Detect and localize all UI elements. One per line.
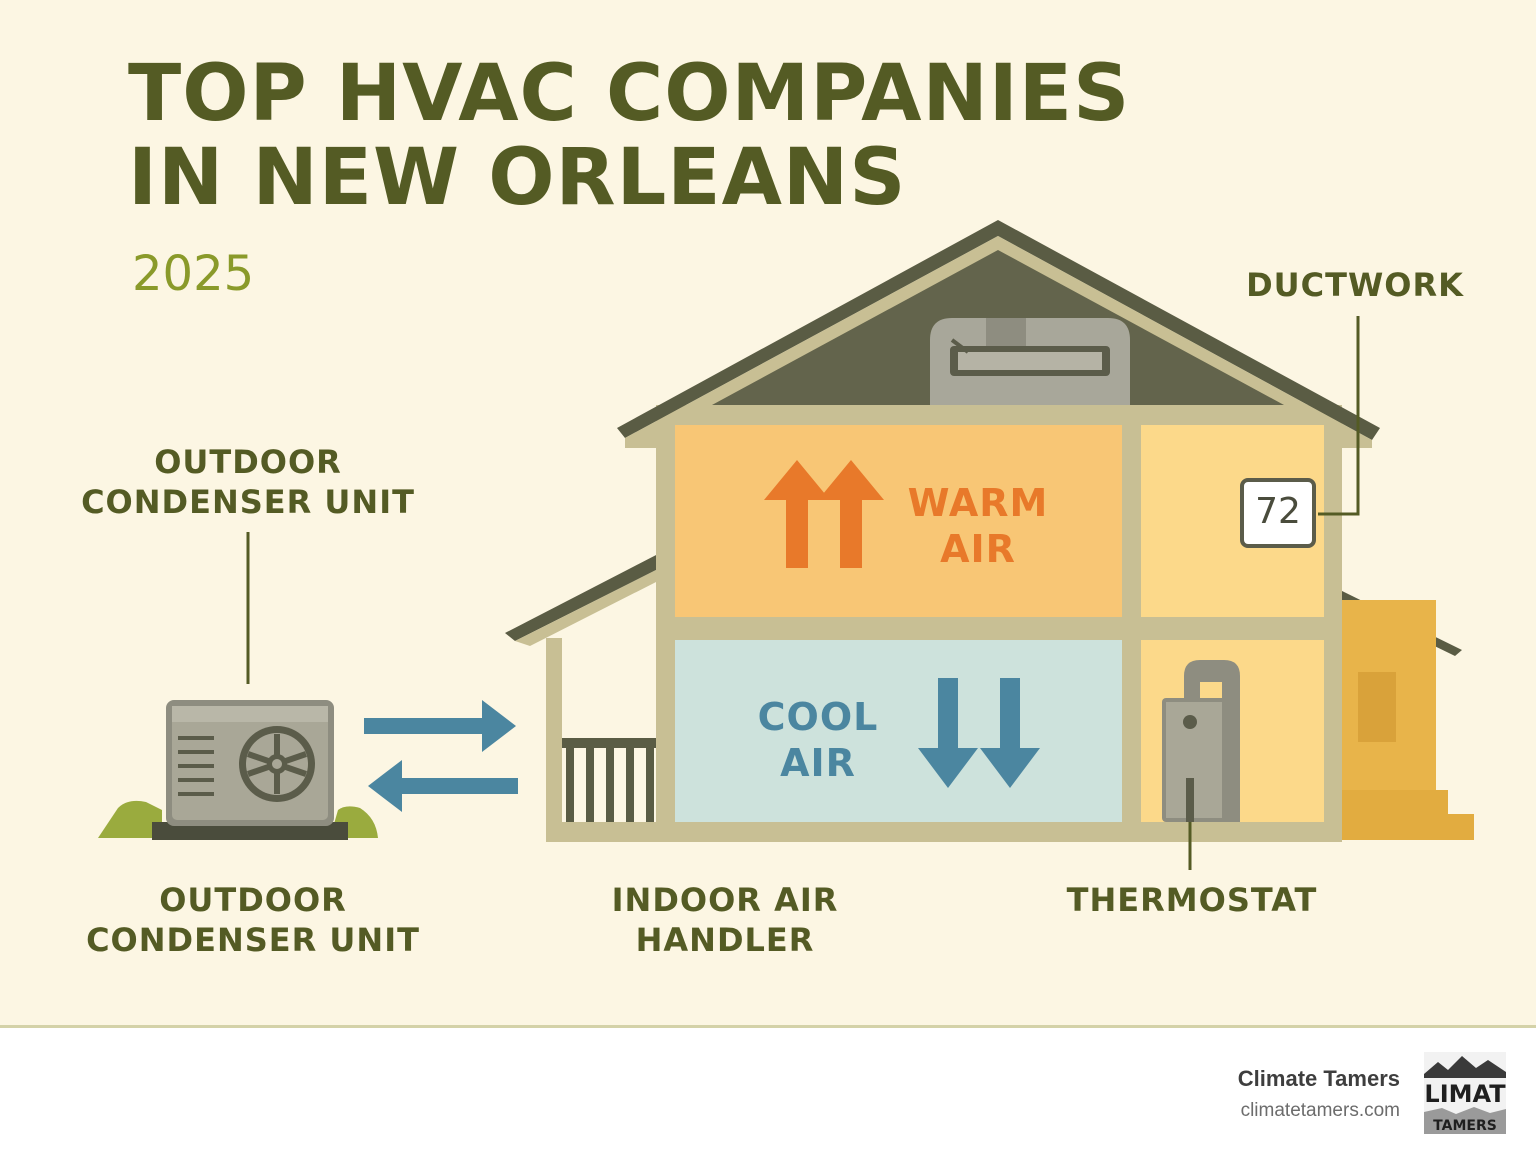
- footer: Climate Tamers climatetamers.com LIMAT T…: [0, 1028, 1536, 1154]
- outdoor-bottom-line-2: CONDENSER UNIT: [86, 921, 420, 959]
- footer-divider: [0, 1025, 1536, 1028]
- svg-text:TAMERS: TAMERS: [1433, 1118, 1497, 1134]
- hvac-diagram: [98, 220, 1474, 870]
- outdoor-condenser-label-bottom: OUTDOOR CONDENSER UNIT: [70, 880, 436, 960]
- warm-room: [675, 425, 1122, 617]
- ductwork-label: DUCTWORK: [1246, 266, 1464, 304]
- attic-ductwork: [930, 318, 1130, 405]
- refrigerant-flow-arrows: [364, 700, 518, 812]
- thermostat-device: [1240, 478, 1316, 548]
- warm-air-label: WARM AIR: [892, 480, 1064, 572]
- indoor-line-2: HANDLER: [635, 921, 815, 959]
- cool-air-down-arrows: [918, 678, 1040, 788]
- outdoor-condenser-label-top: OUTDOOR CONDENSER UNIT: [70, 442, 426, 522]
- thermostat-reading: 72: [1255, 491, 1301, 532]
- porch-railing: [562, 738, 658, 824]
- year-label: 2025: [132, 246, 255, 302]
- outdoor-condenser-unit: [98, 700, 378, 840]
- leader-lines: [246, 316, 1360, 870]
- warm-line-1: WARM: [907, 481, 1049, 525]
- indoor-line-1: INDOOR AIR: [611, 881, 839, 919]
- brand-name: Climate Tamers: [1237, 1066, 1400, 1091]
- warm-air-up-arrows: [764, 460, 884, 568]
- warm-line-2: AIR: [940, 527, 1016, 571]
- indoor-air-handler-unit: [1162, 660, 1240, 822]
- side-annex: [1340, 590, 1474, 840]
- cool-line-1: COOL: [757, 695, 879, 739]
- brand-url: climatetamers.com: [1240, 1100, 1400, 1121]
- climate-tamers-logo: LIMAT TAMERS: [1424, 1052, 1506, 1134]
- outdoor-top-line-1: OUTDOOR: [154, 443, 342, 481]
- title-line-1: TOP HVAC COMPANIES: [128, 49, 1131, 139]
- thermostat-label: THERMOSTAT: [1066, 881, 1318, 919]
- cool-air-label: COOL AIR: [740, 694, 896, 786]
- title-line-2: IN NEW ORLEANS: [128, 133, 907, 223]
- cool-line-2: AIR: [780, 741, 856, 785]
- porch-roof: [505, 553, 660, 641]
- outdoor-bottom-line-1: OUTDOOR: [159, 881, 347, 919]
- outdoor-top-line-2: CONDENSER UNIT: [81, 483, 415, 521]
- indoor-air-handler-label: INDOOR AIR HANDLER: [600, 880, 850, 960]
- porch-post-left: [546, 638, 562, 838]
- page-title: TOP HVAC COMPANIES IN NEW ORLEANS: [128, 52, 1130, 220]
- svg-text:LIMAT: LIMAT: [1424, 1080, 1506, 1108]
- cool-room: [675, 640, 1122, 822]
